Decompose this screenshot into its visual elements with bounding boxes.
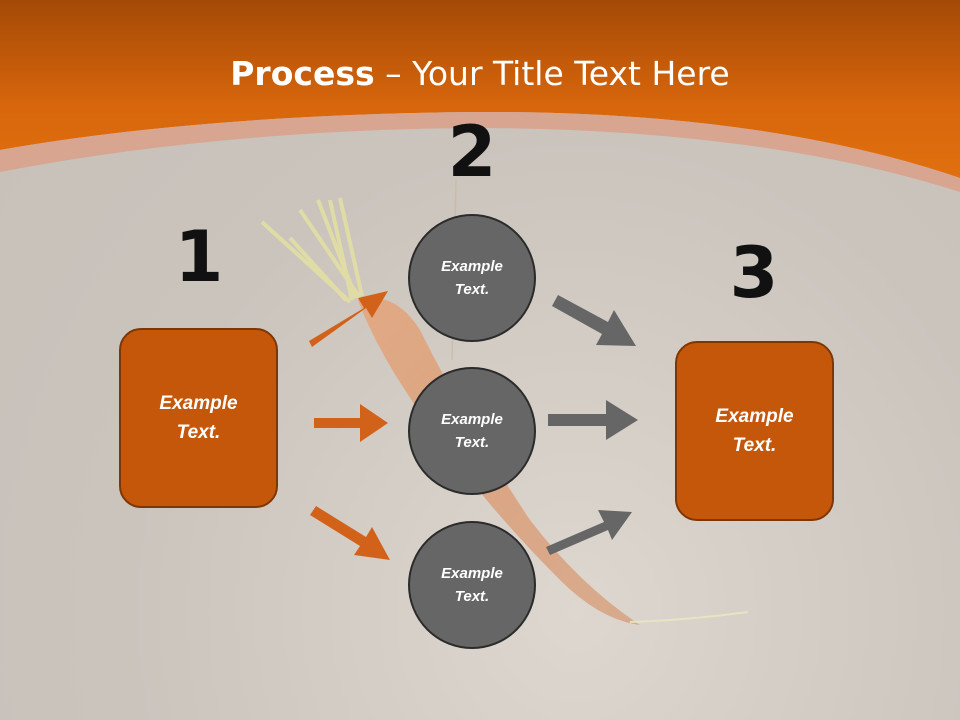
arrow-from-circle-3 (546, 510, 632, 555)
circle-1-text: Example Text. (441, 258, 503, 298)
circle-2-text: Example Text. (441, 411, 503, 451)
arrow-from-circle-2 (548, 400, 638, 440)
arrow-from-circle-1 (552, 295, 636, 346)
header-band (0, 0, 960, 178)
arrow-to-circle-2 (314, 404, 388, 442)
carrot-greens (260, 197, 364, 304)
circle-1: Example Text. (408, 214, 536, 342)
left-box-text: Example Text. (159, 393, 238, 443)
carrot-tail (629, 611, 749, 623)
carrot-body (358, 298, 640, 625)
title-rest: – Your Title Text Here (374, 54, 730, 93)
circle-2: Example Text. (408, 367, 536, 495)
title-bold: Process (230, 54, 375, 93)
step-number-1: 1 (174, 216, 224, 298)
arrow-to-circle-1 (309, 291, 388, 347)
slide-title: Process – Your Title Text Here (0, 52, 960, 96)
circle-3: Example Text. (408, 521, 536, 649)
step-number-2: 2 (447, 111, 497, 193)
header-arc-ribbon (0, 111, 960, 192)
circle-3-text: Example Text. (441, 565, 503, 605)
arrow-to-circle-3 (310, 506, 390, 560)
right-box-text: Example Text. (715, 406, 794, 456)
right-box: Example Text. (675, 341, 834, 521)
step-number-3: 3 (729, 232, 779, 314)
left-box: Example Text. (119, 328, 278, 508)
